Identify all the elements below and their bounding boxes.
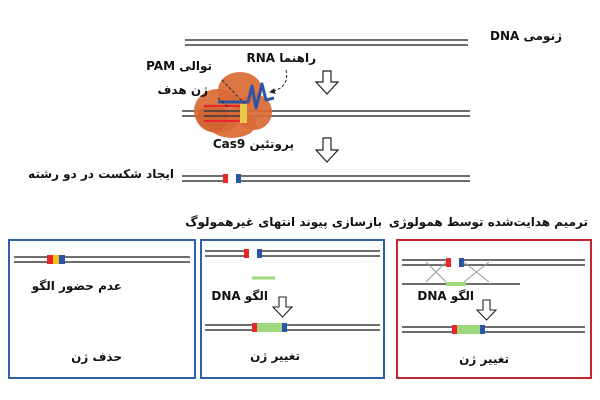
down-arrow-icon <box>314 70 340 95</box>
curved-pointer-icon <box>269 69 288 94</box>
right-template-dna <box>402 282 520 286</box>
nhej-deletion-panel <box>8 239 196 379</box>
pam-pointer-line <box>221 79 245 104</box>
pam-label: توالی PAM <box>146 59 212 73</box>
no-template-label: عدم حضور الگو <box>31 279 122 293</box>
genomic-dna-label: DNA ژنومی <box>490 29 562 43</box>
gene-deletion-label: حذف ژن <box>71 350 122 364</box>
hdr-panel <box>396 239 592 379</box>
mid-edited-strand <box>205 323 380 332</box>
hdr-title: ترمیم هدایت‌شده توسط همولوژی <box>388 215 588 229</box>
template-dna-right-label: DNA الگو <box>417 289 474 303</box>
guide-rna-label: RNA راهنما <box>246 51 316 65</box>
gene-change-mid-label: تغییر ژن <box>250 349 300 363</box>
nhej-title: بازسازی پیوند انتهای غیرهمولوگ <box>185 215 382 229</box>
deletion-strand <box>14 255 190 264</box>
genomic-dna-strand <box>185 39 468 46</box>
cas9-label: پروتئین Cas9 <box>212 137 294 151</box>
guide-rna-icon <box>218 82 275 110</box>
down-arrow-icon <box>314 137 340 163</box>
down-arrow-icon <box>475 299 498 321</box>
mid-broken-strand <box>205 248 380 259</box>
homology-crossover-lines <box>425 261 490 283</box>
template-dna-mid-label: DNA الگو <box>211 289 268 303</box>
nhej-edit-panel <box>200 239 385 379</box>
right-broken-strand <box>402 257 585 268</box>
target-pointer-line <box>217 97 229 108</box>
target-region-icon <box>204 104 247 123</box>
gene-change-right-label: تغییر ژن <box>459 352 509 366</box>
right-edited-strand <box>402 325 585 334</box>
double-strand-break-strand <box>182 173 470 184</box>
target-gene-label: ژن هدف <box>157 83 208 97</box>
down-arrow-icon <box>271 296 294 318</box>
dsb-label: ایجاد شکست در دو رشته <box>28 167 174 181</box>
